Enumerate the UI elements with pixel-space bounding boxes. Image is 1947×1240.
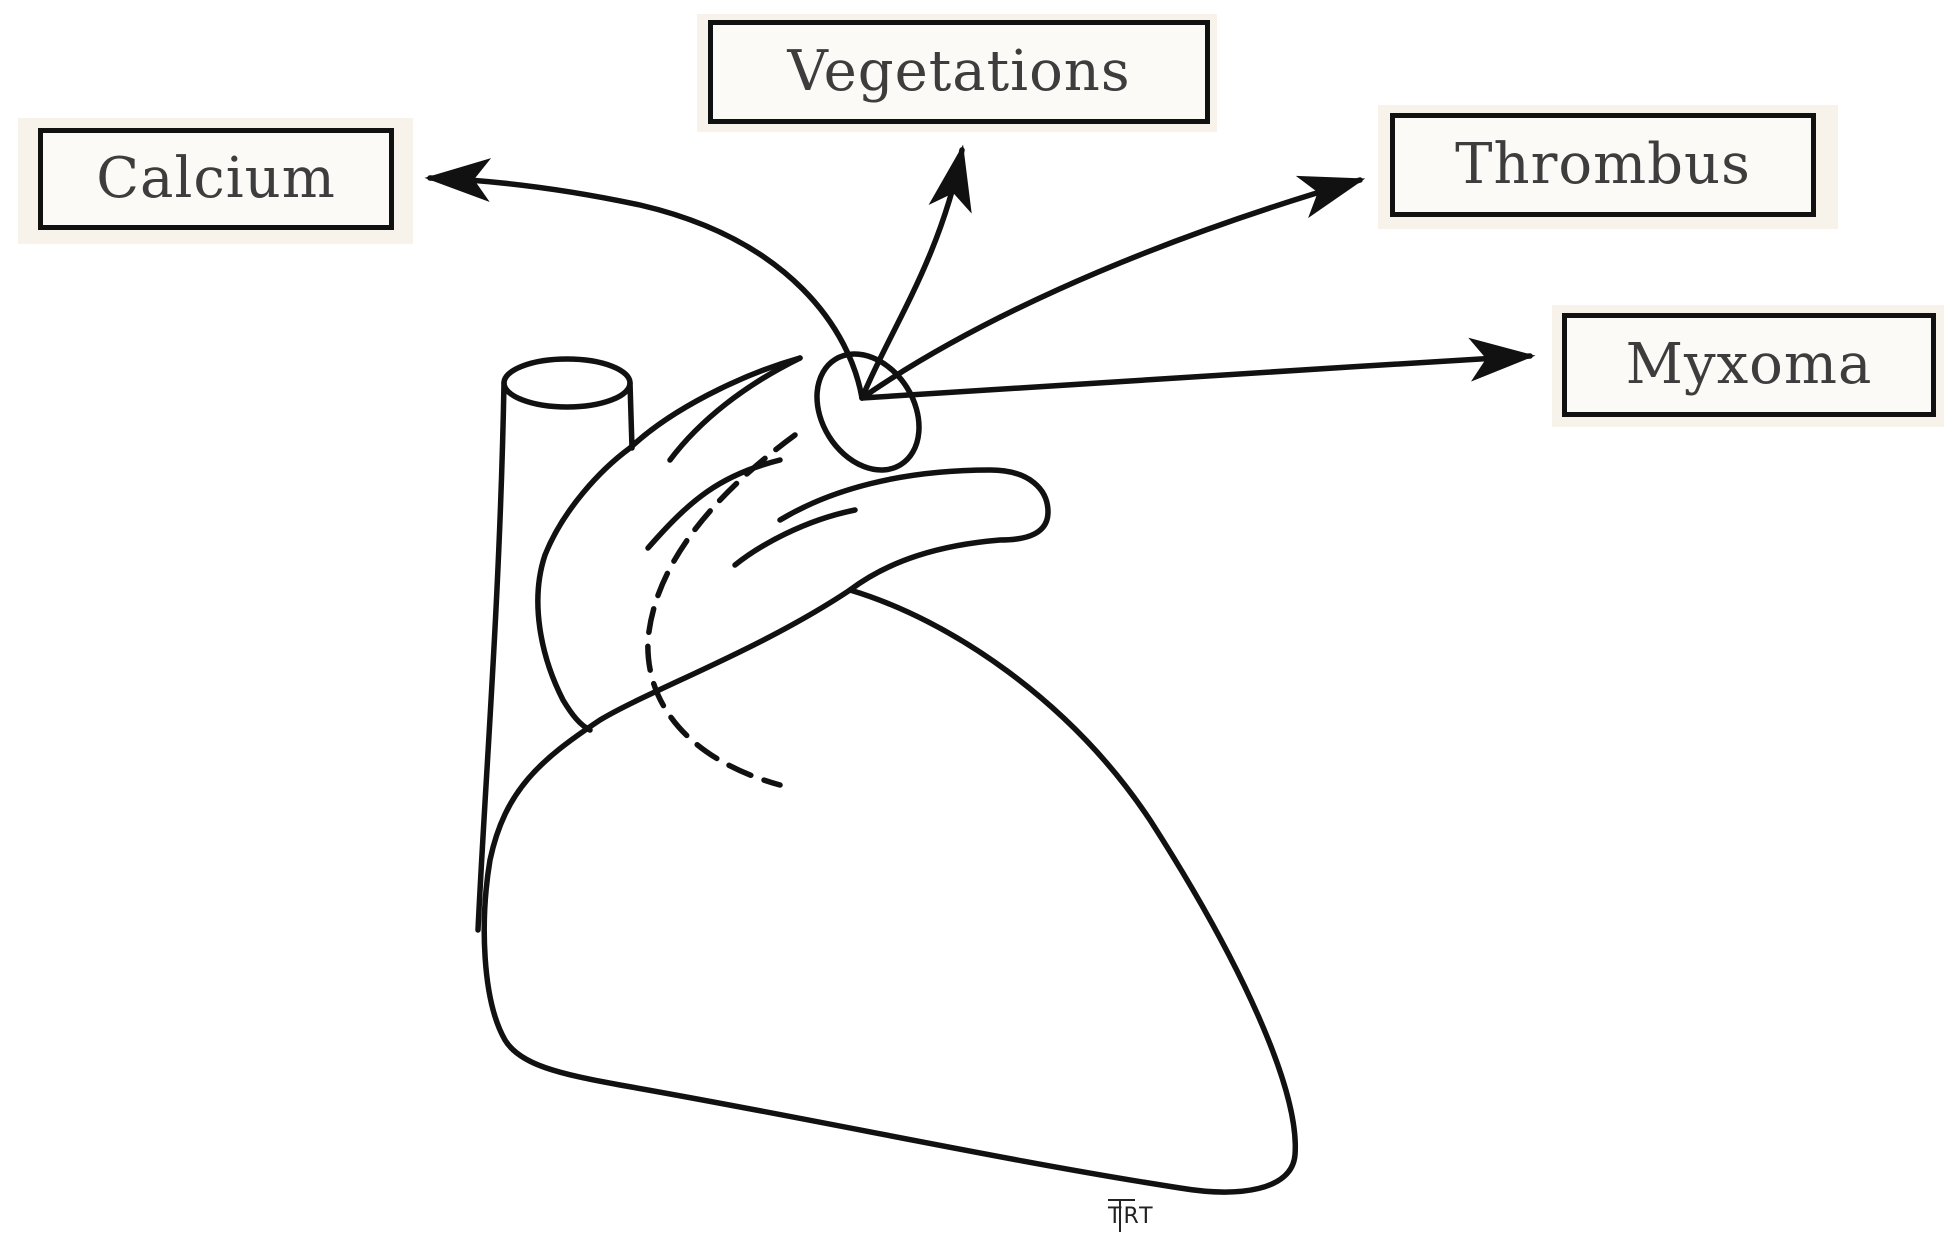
arrow-to-thrombus	[862, 180, 1360, 398]
heart-outline	[484, 590, 1295, 1192]
arrow-to-vegetations	[862, 150, 962, 398]
label-myxoma: Myxoma	[1562, 313, 1936, 417]
label-vegetations: Vegetations	[708, 20, 1210, 124]
arrow-to-calcium	[430, 178, 862, 398]
dashed-vessel-line	[648, 435, 795, 785]
label-calcium: Calcium	[38, 128, 394, 230]
aortic-valve-opening	[796, 335, 940, 489]
artist-initials: TRT	[1108, 1204, 1155, 1229]
vena-cava-tube	[478, 359, 632, 930]
pulmonary-artery-branch	[780, 470, 1048, 590]
label-thrombus: Thrombus	[1390, 113, 1816, 217]
arrow-to-myxoma	[862, 356, 1530, 398]
